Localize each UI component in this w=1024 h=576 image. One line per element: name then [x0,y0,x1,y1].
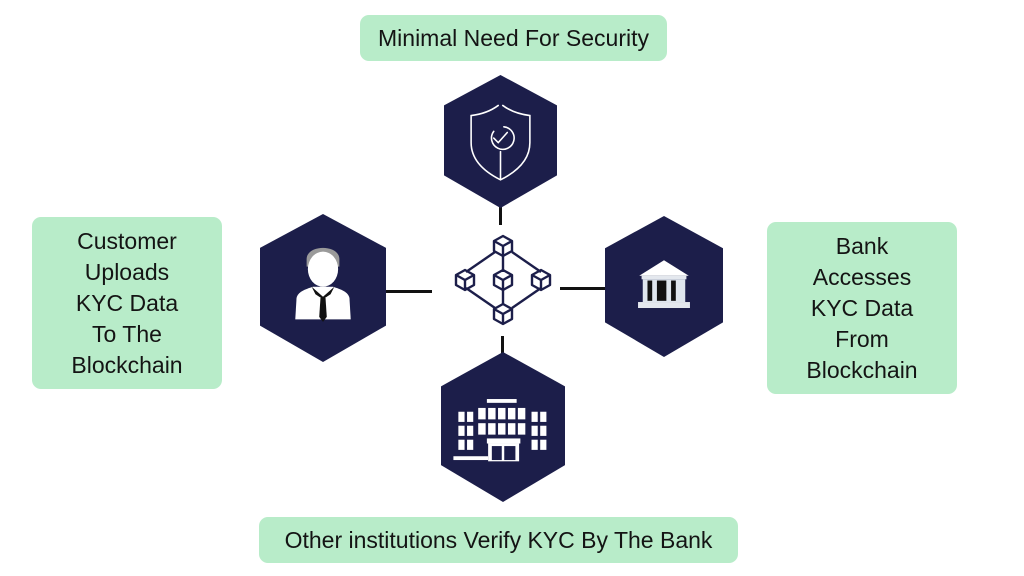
label-bank-accesses-kyc: Bank Accesses KYC Data From Blockchain [767,222,957,394]
label-text: Other institutions Verify KYC By The Ban… [284,526,713,553]
connector-left [386,290,432,293]
label-text: Customer Uploads KYC Data To The Blockch… [71,227,183,378]
customer-person-icon [260,214,386,362]
office-building-icon [441,352,565,502]
label-text: Minimal Need For Security [378,24,649,51]
hexagon-institutions [441,352,565,502]
hexagon-security [444,75,557,208]
connector-right [560,287,606,290]
blockchain-network-icon [454,234,552,326]
hexagon-bank [605,216,723,357]
connector-bottom [501,336,504,354]
shield-check-icon [444,75,557,208]
blockchain-network-hub [451,232,556,328]
hexagon-customer [260,214,386,362]
label-text: Bank Accesses KYC Data From Blockchain [806,232,918,383]
label-minimal-need-for-security: Minimal Need For Security [360,15,667,61]
label-other-institutions-verify: Other institutions Verify KYC By The Ban… [259,517,738,563]
label-customer-uploads-kyc: Customer Uploads KYC Data To The Blockch… [32,217,222,389]
connector-top [499,207,502,225]
bank-building-icon [605,216,723,357]
